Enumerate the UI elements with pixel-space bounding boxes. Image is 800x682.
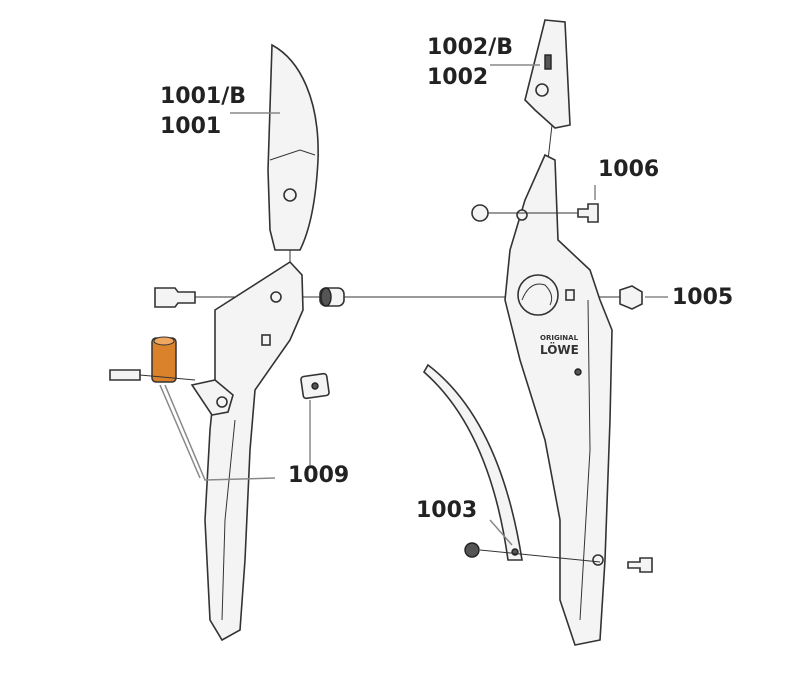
label-1002b: 1002/B (427, 35, 514, 60)
spacer-sleeve-end (320, 287, 332, 307)
right-handle (504, 153, 613, 646)
blade-1001-hole (283, 188, 297, 202)
lion-icon (521, 283, 553, 306)
spring-axis (479, 549, 601, 563)
left-handle (204, 260, 304, 642)
label-1003: 1003 (416, 498, 478, 523)
blade-axis-line (547, 124, 553, 161)
screw-1006 (577, 203, 599, 223)
leader-1009-b (159, 384, 201, 479)
left-handle-contour (221, 419, 236, 621)
left-handle-pivot-hole (270, 291, 282, 303)
washer-left (471, 204, 489, 222)
logo-original: ORIGINAL (540, 334, 579, 342)
label-1001: 1001 (160, 114, 222, 139)
pivot-bolt (154, 287, 196, 308)
leader-1009-a (164, 384, 276, 481)
spring-screw (627, 557, 653, 573)
spring-nut (464, 542, 480, 558)
left-handle-slot (261, 334, 271, 346)
square-nut-hole (311, 382, 319, 390)
blade-1001 (267, 43, 319, 251)
nut-1005 (619, 285, 643, 310)
stop-sleeve-top (153, 336, 175, 346)
anvil-1002 (524, 19, 571, 129)
anvil-1002-slot (544, 54, 552, 70)
right-handle-hole (516, 209, 528, 221)
label-1005: 1005 (672, 285, 734, 310)
right-handle-rivet (574, 368, 582, 376)
label-1001b: 1001/B (160, 84, 247, 109)
stop-screw (109, 369, 141, 381)
spring-1003 (422, 363, 523, 561)
right-handle-bottom-hole (592, 554, 604, 566)
label-1002: 1002 (427, 65, 489, 90)
anvil-1002-hole (535, 83, 549, 97)
right-handle-slot (565, 289, 575, 301)
logo-lowe: LÖWE (540, 342, 579, 357)
label-1009: 1009 (288, 463, 350, 488)
lion-emblem (517, 274, 559, 316)
label-1006: 1006 (598, 157, 660, 182)
right-handle-contour (579, 299, 591, 621)
left-lever-hole (216, 396, 228, 408)
blade-1001-edge (269, 149, 316, 161)
leader-1003 (489, 519, 513, 546)
stop-screw-axis (139, 374, 196, 381)
